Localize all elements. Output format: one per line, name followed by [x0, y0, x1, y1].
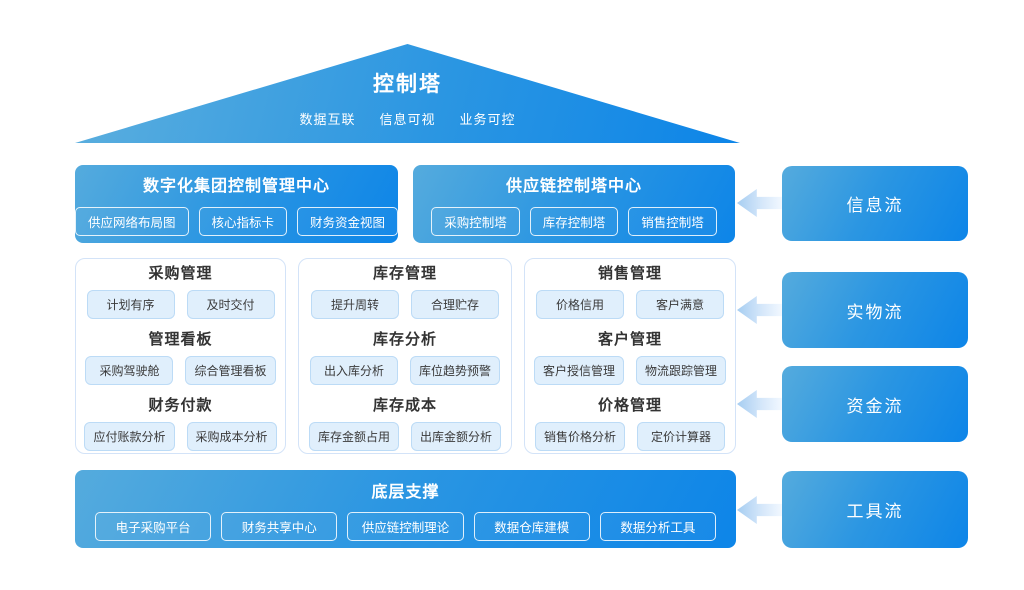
section-pill-row: 销售价格分析 定价计算器	[534, 421, 725, 451]
center-box-title: 数字化集团控制管理中心	[142, 178, 330, 195]
section-title: 采购管理	[148, 264, 213, 282]
inventory-card: 库存管理 提升周转 合理贮存 库存分析 出入库分析 库位趋势预警 库存成本 库存…	[298, 258, 512, 454]
section-pill-row: 采购驾驶舱 综合管理看板	[85, 355, 276, 385]
subtitle-item: 业务可控	[459, 112, 516, 127]
module-chip: 供应网络布局图	[74, 207, 189, 236]
card-section: 客户管理 客户授信管理 物流跟踪管理	[533, 328, 727, 385]
section-title: 价格管理	[597, 396, 662, 414]
diagram-title: 控制塔	[373, 73, 442, 96]
section-title: 销售管理	[597, 264, 662, 282]
card-section: 价格管理 销售价格分析 定价计算器	[534, 394, 725, 451]
flow-item-information: 信息流	[782, 166, 968, 241]
card-section: 财务付款 应付账款分析 采购成本分析	[84, 394, 277, 451]
supply-chain-tower-box: 供应链控制塔中心 采购控制塔 库存控制塔 销售控制塔	[413, 165, 735, 243]
section-pill-row: 提升周转 合理贮存	[311, 289, 499, 319]
left-arrow-icon	[737, 189, 782, 217]
card-section: 采购管理 计划有序 及时交付	[86, 262, 275, 319]
center-pill-row: 供应网络布局图 核心指标卡 财务资金视图	[74, 207, 399, 236]
section-pill-row: 价格信用 客户满意	[536, 289, 724, 319]
roof-triangle: 控制塔 数据互联 信息可视 业务可控	[75, 44, 740, 143]
module-chip: 电子采购平台	[95, 511, 212, 541]
module-chip: 数据仓库建模	[473, 511, 590, 541]
feature-chip: 采购成本分析	[186, 421, 277, 451]
feature-chip: 销售价格分析	[534, 421, 625, 451]
sales-card: 销售管理 价格信用 客户满意 客户管理 客户授信管理 物流跟踪管理 价格管理 销…	[524, 258, 736, 454]
flow-item-capital: 资金流	[782, 366, 968, 442]
section-title: 库存分析	[372, 330, 437, 348]
section-pill-row: 客户授信管理 物流跟踪管理	[533, 355, 727, 385]
card-section: 库存分析 出入库分析 库位趋势预警	[309, 328, 500, 385]
flow-item-physical: 实物流	[782, 272, 968, 348]
module-chip: 采购控制塔	[431, 207, 520, 236]
section-title: 管理看板	[148, 330, 213, 348]
subtitle-item: 信息可视	[379, 112, 436, 127]
section-title: 财务付款	[148, 396, 213, 414]
feature-chip: 及时交付	[186, 289, 275, 319]
feature-chip: 客户授信管理	[533, 355, 624, 385]
section-title: 客户管理	[597, 330, 662, 348]
section-pill-row: 计划有序 及时交付	[86, 289, 275, 319]
foundation-box: 底层支撑 电子采购平台 财务共享中心 供应链控制理论 数据仓库建模 数据分析工具	[75, 470, 736, 548]
left-arrow-icon	[737, 496, 782, 524]
center-pill-row: 采购控制塔 库存控制塔 销售控制塔	[431, 207, 717, 236]
foundation-pill-row: 电子采购平台 财务共享中心 供应链控制理论 数据仓库建模 数据分析工具	[75, 511, 736, 541]
module-chip: 数据分析工具	[599, 511, 717, 541]
left-arrow-icon	[737, 390, 782, 418]
group-control-center-box: 数字化集团控制管理中心 供应网络布局图 核心指标卡 财务资金视图	[74, 165, 399, 243]
module-chip: 供应链控制理论	[347, 511, 464, 541]
feature-chip: 客户满意	[636, 289, 724, 319]
feature-chip: 出库金额分析	[411, 421, 502, 451]
section-pill-row: 出入库分析 库位趋势预警	[309, 355, 500, 385]
section-title: 库存管理	[372, 264, 437, 282]
diagram-subtitle: 数据互联 信息可视 业务可控	[299, 109, 515, 128]
feature-chip: 计划有序	[86, 289, 175, 319]
module-chip: 库存控制塔	[529, 207, 619, 236]
feature-chip: 库存金额占用	[308, 421, 399, 451]
feature-chip: 提升周转	[311, 289, 399, 319]
feature-chip: 出入库分析	[309, 355, 398, 385]
foundation-title: 底层支撑	[371, 483, 440, 501]
card-section: 库存成本 库存金额占用 出库金额分析	[308, 394, 502, 451]
subtitle-item: 数据互联	[299, 112, 356, 127]
feature-chip: 库位趋势预警	[409, 355, 500, 385]
center-box-title: 供应链控制塔中心	[505, 178, 642, 195]
module-chip: 核心指标卡	[198, 207, 288, 236]
card-section: 销售管理 价格信用 客户满意	[536, 262, 724, 319]
section-pill-row: 库存金额占用 出库金额分析	[308, 421, 502, 451]
module-chip: 财务共享中心	[221, 511, 338, 541]
module-chip: 财务资金视图	[297, 207, 399, 236]
flow-item-tools: 工具流	[782, 471, 968, 548]
section-pill-row: 应付账款分析 采购成本分析	[84, 421, 277, 451]
card-section: 库存管理 提升周转 合理贮存	[311, 262, 499, 319]
feature-chip: 定价计算器	[637, 421, 725, 451]
feature-chip: 物流跟踪管理	[636, 355, 727, 385]
feature-chip: 应付账款分析	[84, 421, 175, 451]
feature-chip: 综合管理看板	[185, 355, 276, 385]
feature-chip: 合理贮存	[411, 289, 499, 319]
feature-chip: 采购驾驶舱	[85, 355, 174, 385]
card-section: 管理看板 采购驾驶舱 综合管理看板	[85, 328, 276, 385]
left-arrow-icon	[737, 296, 782, 324]
procurement-card: 采购管理 计划有序 及时交付 管理看板 采购驾驶舱 综合管理看板 财务付款 应付…	[75, 258, 286, 454]
module-chip: 销售控制塔	[628, 207, 717, 236]
section-title: 库存成本	[372, 396, 437, 414]
feature-chip: 价格信用	[536, 289, 624, 319]
